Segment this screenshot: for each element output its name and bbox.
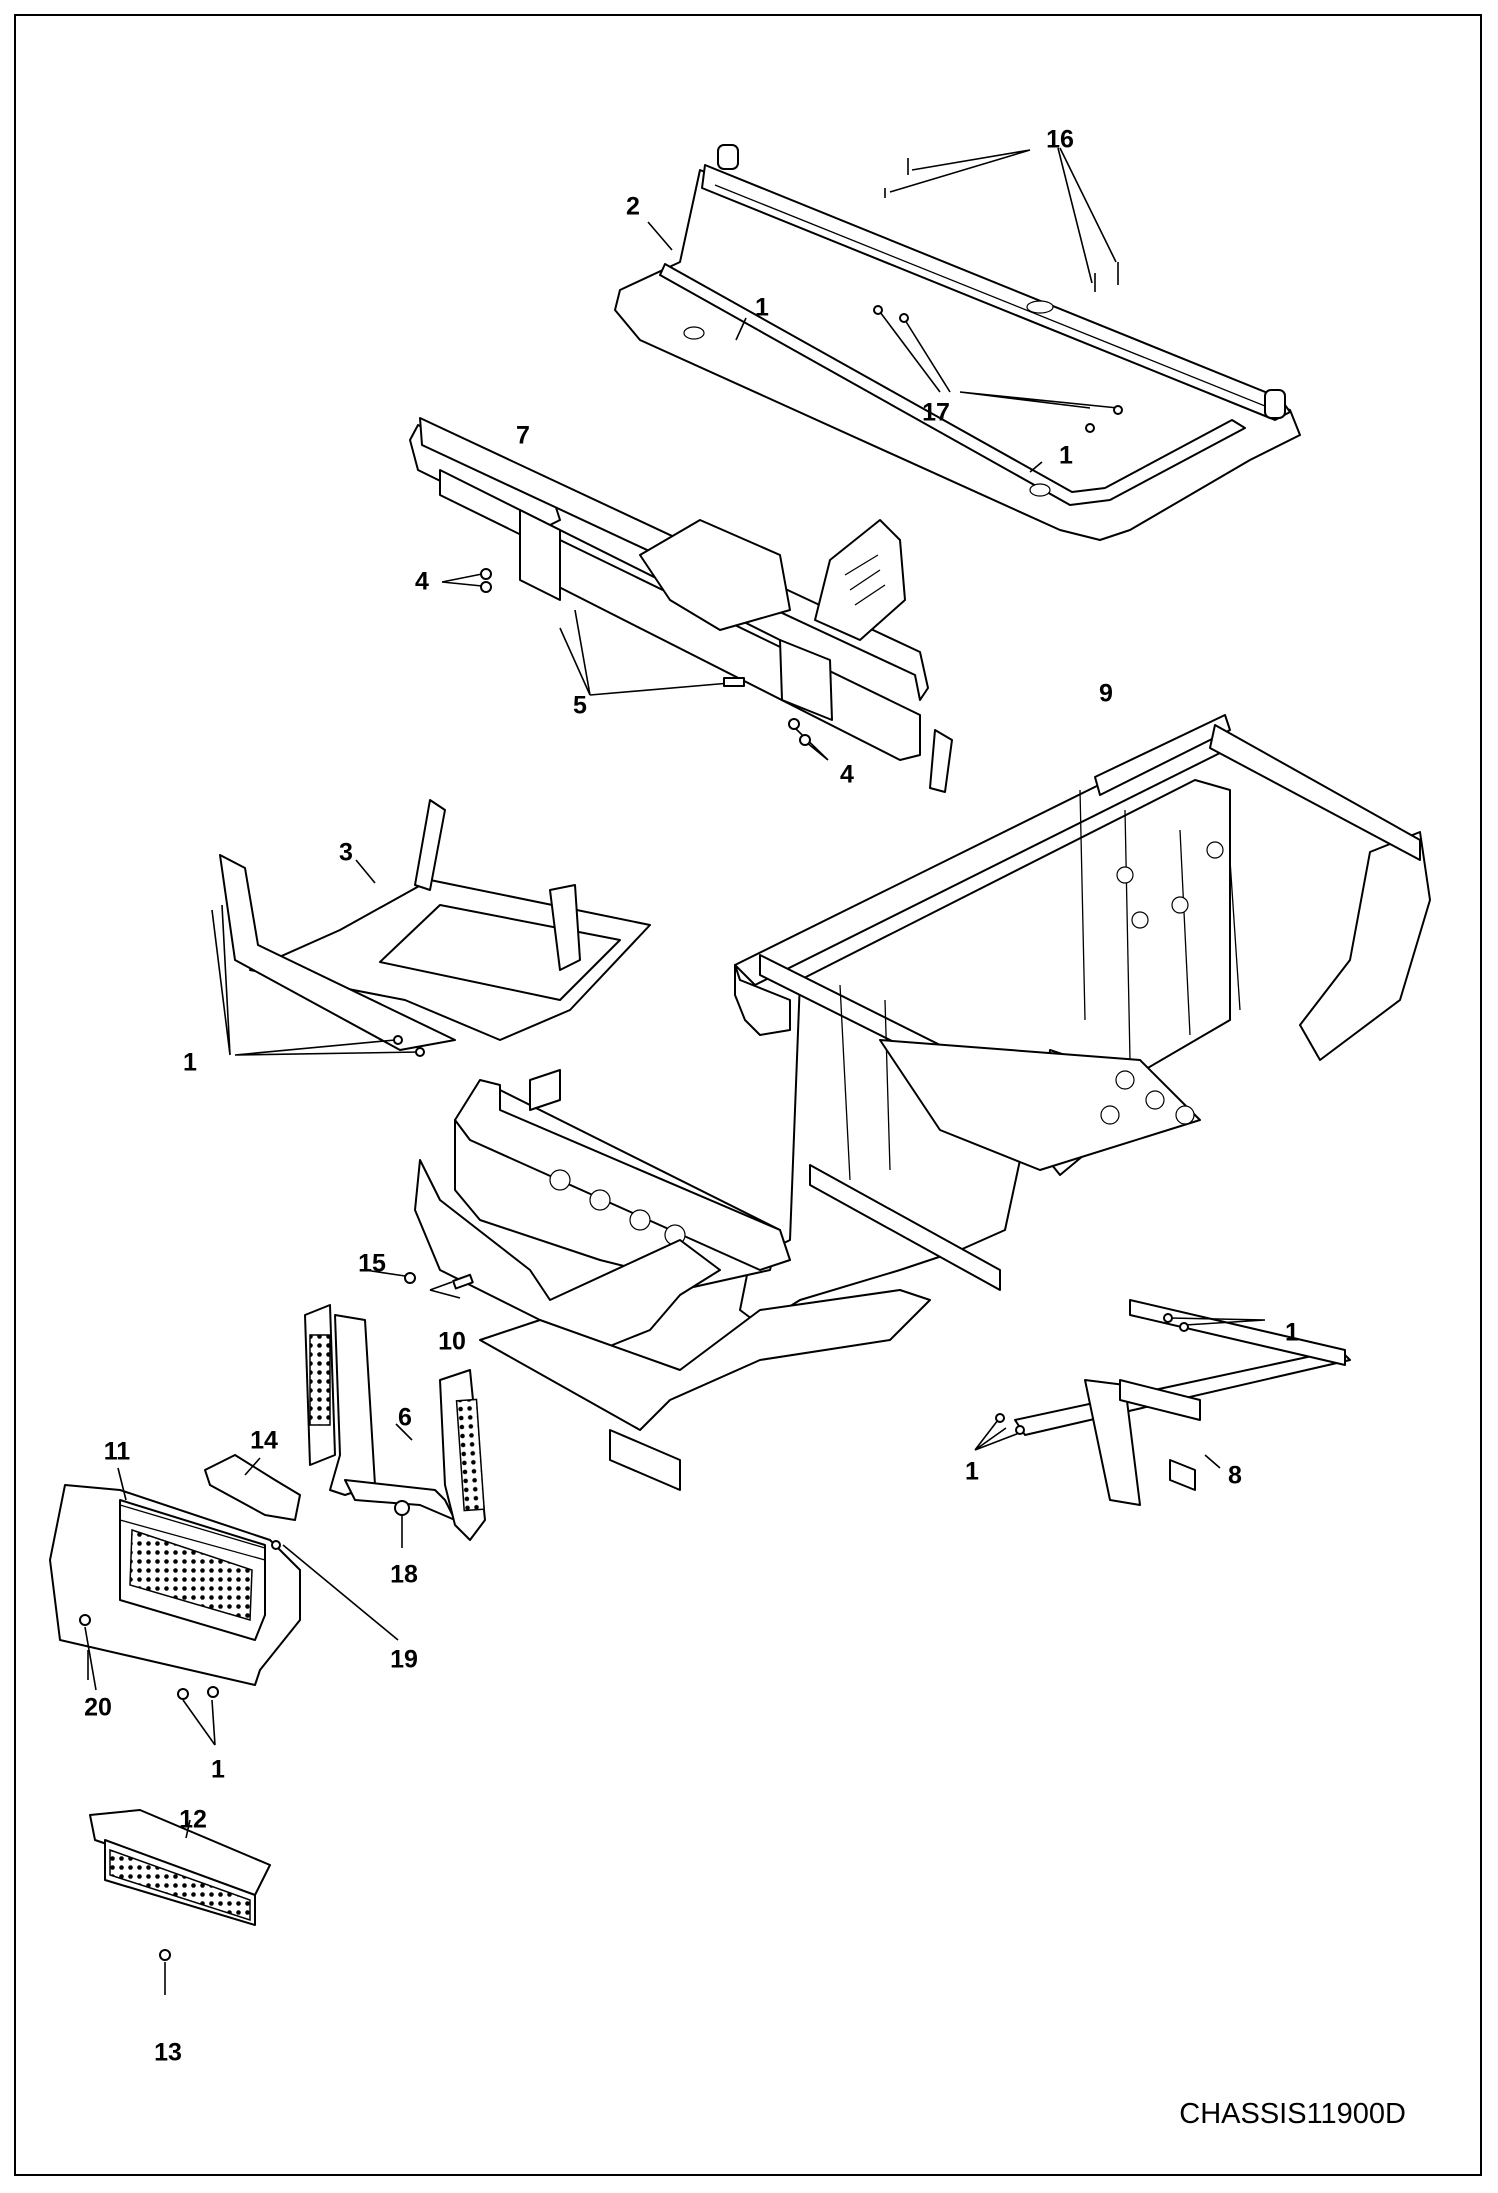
callout-20: 20	[84, 1693, 112, 1722]
bracket-part-14	[204, 1454, 301, 1521]
callout-4-right: 4	[840, 760, 854, 789]
callout-1-left: 1	[183, 1048, 197, 1077]
callout-10: 10	[438, 1327, 466, 1356]
callout-1-right: 1	[1285, 1318, 1299, 1347]
diagram-frame	[14, 14, 1482, 2176]
callout-12: 12	[179, 1805, 207, 1834]
callout-1-top: 1	[755, 293, 769, 322]
callout-13: 13	[154, 2038, 182, 2067]
chassis-holes	[1100, 841, 1224, 1125]
callout-8: 8	[1228, 1461, 1242, 1490]
callout-16: 16	[1046, 125, 1074, 154]
callout-6: 6	[398, 1403, 412, 1432]
bolts-16	[884, 147, 1119, 292]
floor-pan-part-3	[211, 799, 651, 1057]
callout-9: 9	[1099, 679, 1113, 708]
callout-4-left: 4	[415, 567, 429, 596]
drawing-code: CHASSIS11900D	[1179, 2098, 1406, 2130]
front-grille-part-11	[49, 1467, 399, 1746]
callout-17: 17	[922, 398, 950, 427]
callout-1-lower-right: 1	[965, 1457, 979, 1486]
callout-3: 3	[339, 838, 353, 867]
rear-frame-part-2	[614, 144, 1301, 541]
seat-frame-part-7	[409, 417, 953, 793]
callout-5: 5	[573, 691, 587, 720]
callout-11: 11	[103, 1437, 131, 1466]
callout-7: 7	[516, 421, 530, 450]
callout-1-bottom: 1	[211, 1755, 225, 1784]
leaders-2-1-17	[647, 221, 1123, 473]
callout-2: 2	[626, 192, 640, 221]
callout-19: 19	[390, 1645, 418, 1674]
callout-14: 14	[250, 1426, 278, 1455]
grille-cover-part-12	[89, 1809, 271, 1995]
side-step-part-8	[974, 1299, 1351, 1506]
main-chassis-part-9	[414, 714, 1431, 1491]
callout-15: 15	[358, 1249, 386, 1278]
fasteners-4-5	[441, 568, 829, 761]
front-uprights-part-6	[304, 1269, 486, 1548]
callout-18: 18	[390, 1560, 418, 1589]
callout-1-top-right: 1	[1059, 441, 1073, 470]
